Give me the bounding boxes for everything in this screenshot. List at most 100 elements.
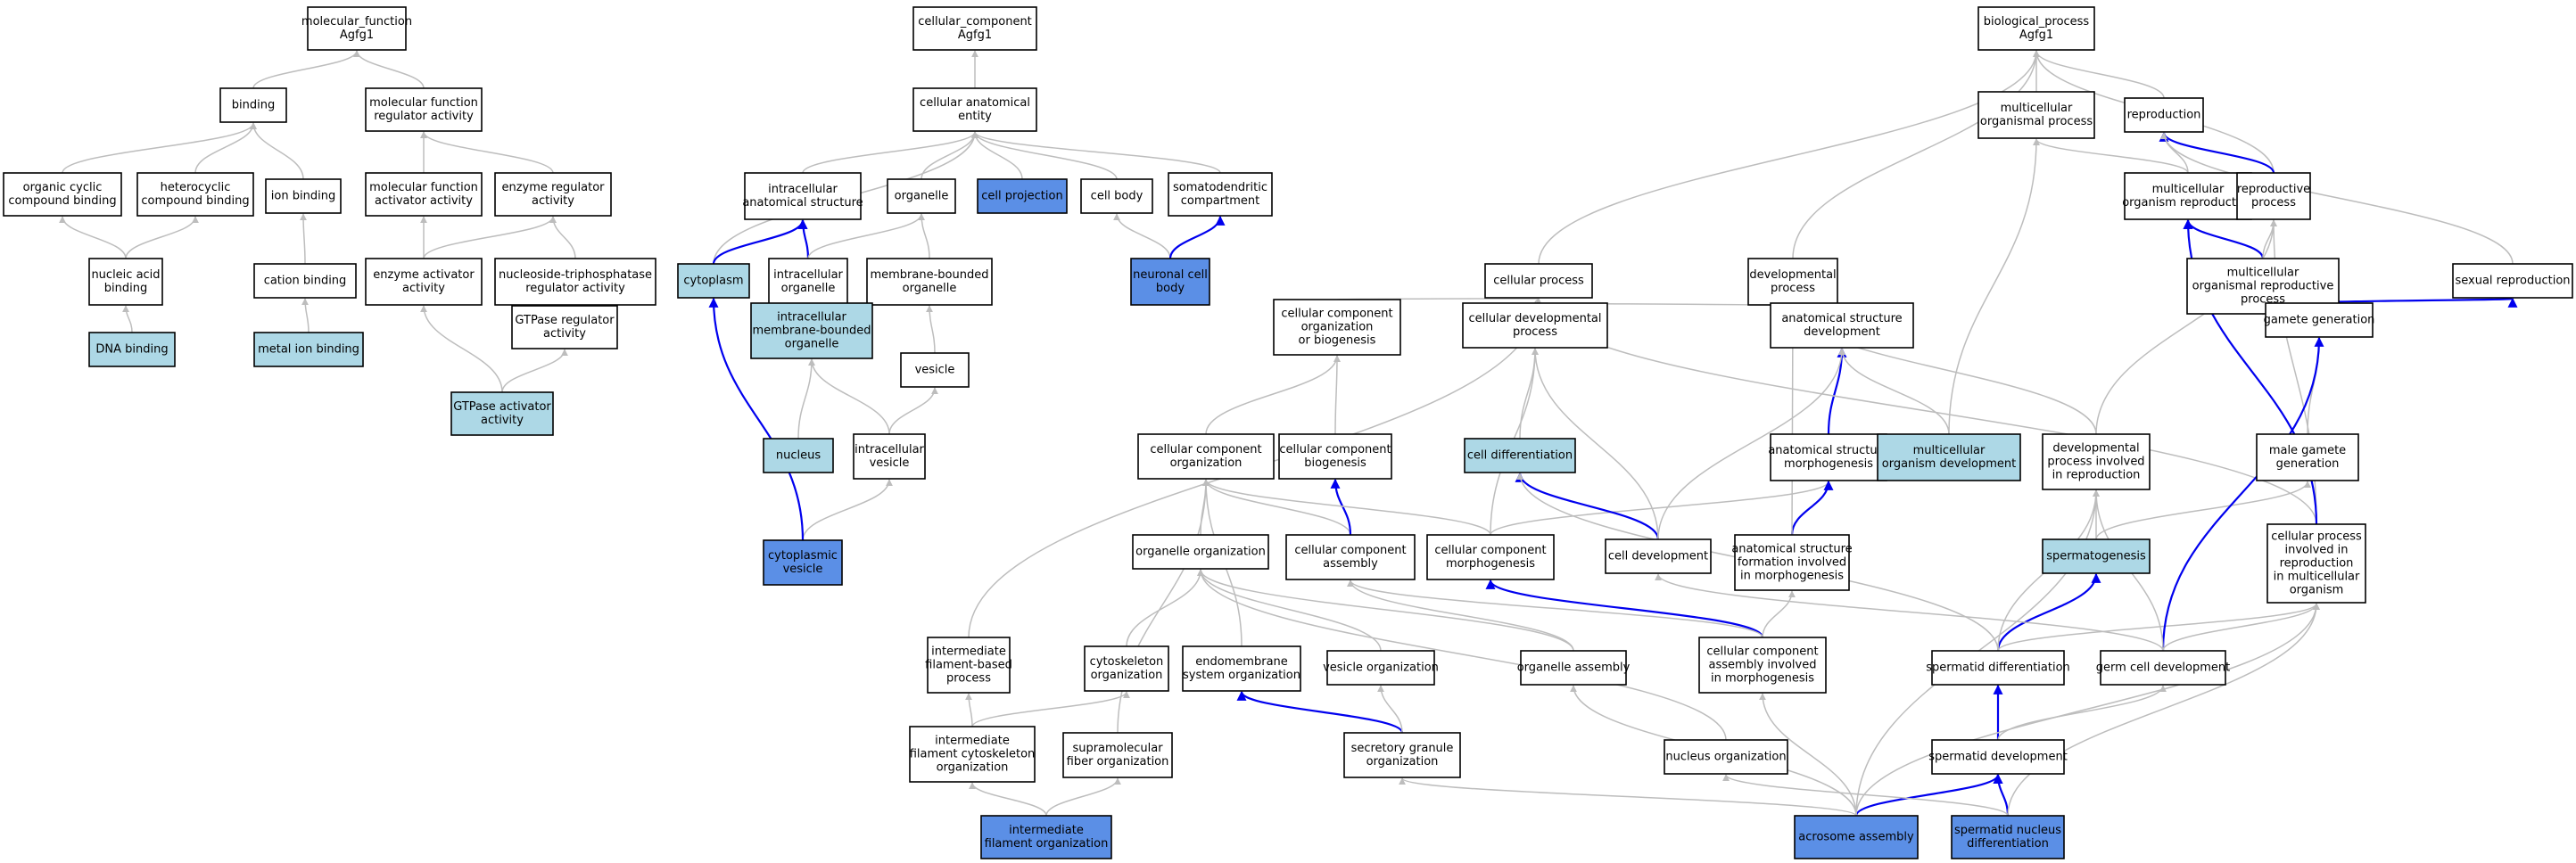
edge-gray (965, 693, 973, 727)
edge-gray (918, 213, 930, 259)
edge-gray (1838, 348, 1950, 435)
edge-gray (2307, 337, 2323, 435)
node-label: membrane-bounded (752, 325, 871, 338)
go-term-node: organelle assembly (1517, 650, 1631, 686)
node-label: cellular process (1493, 275, 1584, 288)
edge-gray (1126, 569, 1204, 647)
edge-gray (1535, 298, 2317, 525)
node-label: metal ion binding (258, 343, 359, 357)
edge-blue (1236, 690, 1404, 734)
edge-gray (1722, 774, 2009, 817)
go-term-node: cell development (1605, 538, 1712, 574)
edge-gray (1538, 50, 2040, 265)
edge-gray (1997, 603, 2320, 652)
node-box (1605, 538, 1712, 574)
node-label: organization (1366, 755, 1439, 768)
node-box (744, 172, 862, 220)
edge-gray (1197, 569, 1727, 741)
node-box (887, 178, 956, 214)
edge-blue (1996, 572, 2101, 652)
node-label: in morphogenesis (1711, 672, 1814, 686)
edge-gray (420, 131, 554, 174)
node-label: spermatid differentiation (1926, 662, 2070, 675)
node-box (1182, 645, 1301, 692)
node-label: body (1156, 282, 1185, 295)
node-box (2042, 433, 2151, 490)
edge-gray (1855, 603, 2320, 817)
node-box (1130, 258, 1210, 306)
edge-gray (1197, 569, 1382, 652)
node-label: organism development (1882, 457, 2016, 471)
node-label: process (1771, 282, 1815, 295)
node-box (2452, 263, 2573, 299)
node-label: involved in (2284, 544, 2348, 557)
node-box (900, 352, 970, 388)
node-box (1062, 732, 1173, 778)
node-box (307, 6, 407, 51)
node-box (1520, 650, 1627, 686)
node-label: organelle (895, 190, 949, 203)
node-box (1734, 534, 1850, 591)
node-label: intermediate (935, 735, 1010, 748)
node-label: compartment (1181, 194, 1259, 208)
node-box (853, 433, 926, 480)
node-label: membrane-bounded (870, 268, 988, 282)
go-term-node: reproduction (2124, 97, 2204, 133)
edge-gray (802, 479, 893, 541)
edge-gray (1490, 481, 1832, 536)
node-label: nucleic acid (91, 268, 160, 282)
edge-gray (1117, 479, 1210, 734)
edge-gray (1205, 355, 1341, 435)
node-box (494, 172, 612, 217)
node-box (253, 263, 357, 299)
node-label: vesicle organization (1323, 662, 1439, 675)
node-label: somatodendritic (1173, 181, 1267, 194)
node-box (1285, 534, 1416, 580)
node-label: nucleus (776, 449, 821, 463)
edge-gray (353, 50, 425, 89)
node-box (1343, 732, 1461, 778)
node-box (1462, 302, 1608, 349)
edge-gray (2033, 50, 2165, 99)
node-label: organelle (903, 282, 957, 295)
node-label: cell differentiation (1467, 449, 1573, 463)
edge-gray (2262, 219, 2277, 259)
node-label: GTPase activator (453, 400, 551, 414)
edge-gray (1792, 50, 2040, 259)
go-term-node: organelle (887, 178, 956, 214)
node-label: cellular component (1294, 544, 1406, 557)
node-label: developmental (1749, 268, 1836, 282)
edge-gray (802, 131, 978, 174)
node-box (1484, 263, 1593, 299)
edge-gray (969, 782, 1047, 817)
node-label: activity (402, 282, 445, 295)
edge-blue (2161, 336, 2324, 652)
node-label: multicellular (2001, 102, 2073, 115)
go-term-node: spermatid development (1928, 739, 2068, 775)
edge-gray (1532, 348, 1659, 540)
edge-gray (1347, 579, 1574, 652)
node-label: supramolecular (1072, 742, 1163, 755)
go-term-node: nucleus (763, 438, 834, 473)
node-label: reproductive (2237, 183, 2310, 196)
node-box (2124, 97, 2204, 133)
edge-gray (926, 305, 936, 354)
node-label: nucleus organization (1665, 751, 1786, 764)
edge-blue (1790, 480, 1834, 536)
node-box (88, 258, 163, 306)
node-label: assembly involved (1709, 659, 1817, 672)
go-term-node: binding (219, 87, 287, 123)
node-box (1794, 815, 1919, 859)
node-label: cellular process (2271, 530, 2362, 544)
